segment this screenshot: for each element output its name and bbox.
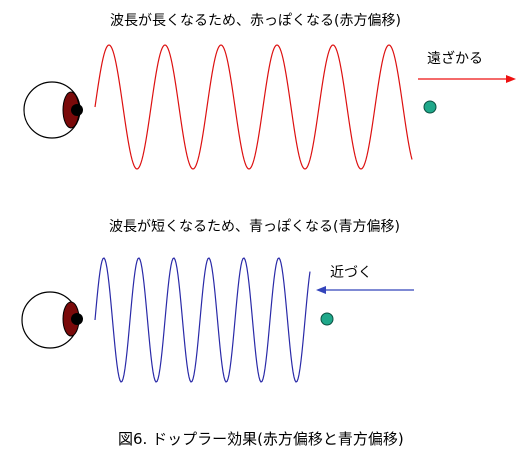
redshift-caption: 波長が長くなるため、赤っぽくなる(赤方偏移): [110, 13, 401, 29]
pupil: [71, 313, 83, 325]
pupil: [71, 104, 83, 116]
redshift-panel: [23, 44, 516, 170]
blueshift-caption: 波長が短くなるため、青っぽくなる(青方偏移): [109, 219, 400, 235]
light-source-receding: [423, 100, 437, 114]
approaching-label: 近づく: [330, 265, 372, 281]
red-wave: [94, 44, 413, 170]
eye-icon: [21, 291, 83, 349]
blueshift-panel: [21, 257, 414, 383]
arrow-toward-icon: [316, 286, 414, 294]
blue-wave: [94, 257, 311, 383]
receding-label: 遠ざかる: [427, 51, 483, 67]
light-source-approaching: [320, 312, 334, 326]
arrow-away-icon: [418, 75, 516, 83]
figure-caption: 図6. ドップラー効果(赤方偏移と青方偏移): [118, 430, 404, 448]
eye-icon: [23, 81, 83, 139]
